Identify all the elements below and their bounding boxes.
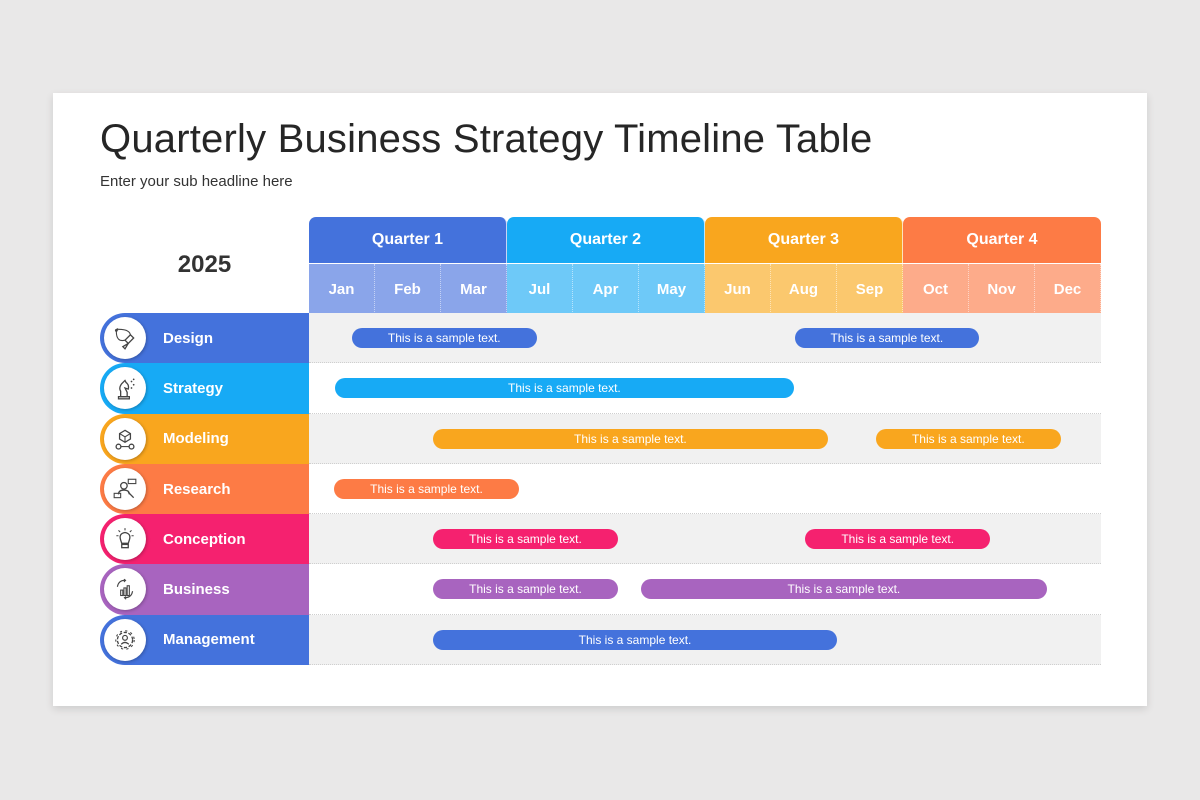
timeline-row-business: This is a sample text. This is a sample t…: [309, 564, 1101, 615]
month-header-aug: Aug: [771, 264, 837, 314]
month-header-jun: Jun: [705, 264, 771, 314]
month-header-may: May: [639, 264, 705, 314]
category-label-text: Strategy: [163, 379, 224, 397]
category-label-text: Research: [163, 480, 231, 498]
slide-subtitle: Enter your sub headline here: [100, 173, 293, 190]
timeline-bar[interactable]: This is a sample text.: [640, 579, 1047, 600]
timeline-bar[interactable]: This is a sample text.: [433, 629, 837, 650]
category-label-text: Business: [163, 581, 230, 599]
lightbulb-icon: [104, 518, 146, 561]
month-header-feb: Feb: [375, 264, 441, 314]
month-header-jul: Jul: [507, 264, 573, 314]
month-header-nov: Nov: [969, 264, 1035, 314]
month-header-dec: Dec: [1035, 264, 1101, 314]
timeline-row-design: This is a sample text. This is a sample t…: [309, 313, 1101, 364]
category-label-strategy: Strategy: [100, 363, 309, 414]
month-header-apr: Apr: [573, 264, 639, 314]
timeline-row-research: This is a sample text.: [309, 463, 1101, 515]
timeline-bar[interactable]: This is a sample text.: [805, 529, 991, 550]
category-label-design: Design: [100, 313, 309, 364]
quarter-header-2: Quarter 2: [507, 217, 705, 263]
category-label-business: Business: [100, 564, 309, 615]
slide: Quarterly Business Strategy Timeline Tab…: [53, 93, 1147, 706]
research-person-icon: [104, 467, 146, 510]
timeline-row-conception: This is a sample text. This is a sample t…: [309, 514, 1101, 565]
timeline-bar[interactable]: This is a sample text.: [433, 579, 618, 600]
timeline-row-modeling: This is a sample text. This is a sample t…: [309, 413, 1101, 464]
timeline-bar[interactable]: This is a sample text.: [334, 378, 795, 399]
month-header-sep: Sep: [837, 264, 903, 314]
timeline-row-strategy: This is a sample text.: [309, 363, 1101, 414]
quarter-header-1: Quarter 1: [309, 217, 507, 263]
business-chart-cycle-icon: [104, 568, 146, 611]
category-label-conception: Conception: [100, 514, 309, 565]
category-label-text: Modeling: [163, 430, 229, 448]
timeline-bar[interactable]: This is a sample text.: [334, 478, 519, 499]
month-header-oct: Oct: [903, 264, 969, 314]
modeling-cube-icon: [104, 417, 146, 460]
category-label-management: Management: [100, 614, 309, 666]
quarter-header-3: Quarter 3: [705, 217, 903, 263]
gear-person-icon: [104, 618, 146, 661]
chess-knight-icon: [104, 367, 146, 410]
year-label: 2025: [177, 251, 232, 278]
timeline-body: This is a sample text. This is a sample t…: [309, 313, 1101, 666]
timeline-bar[interactable]: This is a sample text.: [351, 328, 537, 348]
category-label-text: Management: [163, 631, 255, 649]
category-label-text: Conception: [163, 530, 246, 548]
month-header-mar: Mar: [441, 264, 507, 314]
quarter-header-4: Quarter 4: [903, 217, 1101, 263]
slide-title: Quarterly Business Strategy Timeline Tab…: [100, 117, 873, 161]
timeline-bar[interactable]: This is a sample text.: [875, 428, 1061, 449]
timeline-row-management: This is a sample text.: [309, 614, 1101, 666]
category-label-modeling: Modeling: [100, 413, 309, 464]
timeline-bar[interactable]: This is a sample text.: [433, 529, 618, 550]
timeline-bar[interactable]: This is a sample text.: [794, 328, 979, 348]
timeline-bar[interactable]: This is a sample text.: [433, 428, 828, 449]
category-label-text: Design: [163, 329, 214, 347]
category-label-research: Research: [100, 463, 309, 515]
pen-tool-icon: [104, 317, 146, 359]
month-header-jan: Jan: [309, 264, 375, 314]
